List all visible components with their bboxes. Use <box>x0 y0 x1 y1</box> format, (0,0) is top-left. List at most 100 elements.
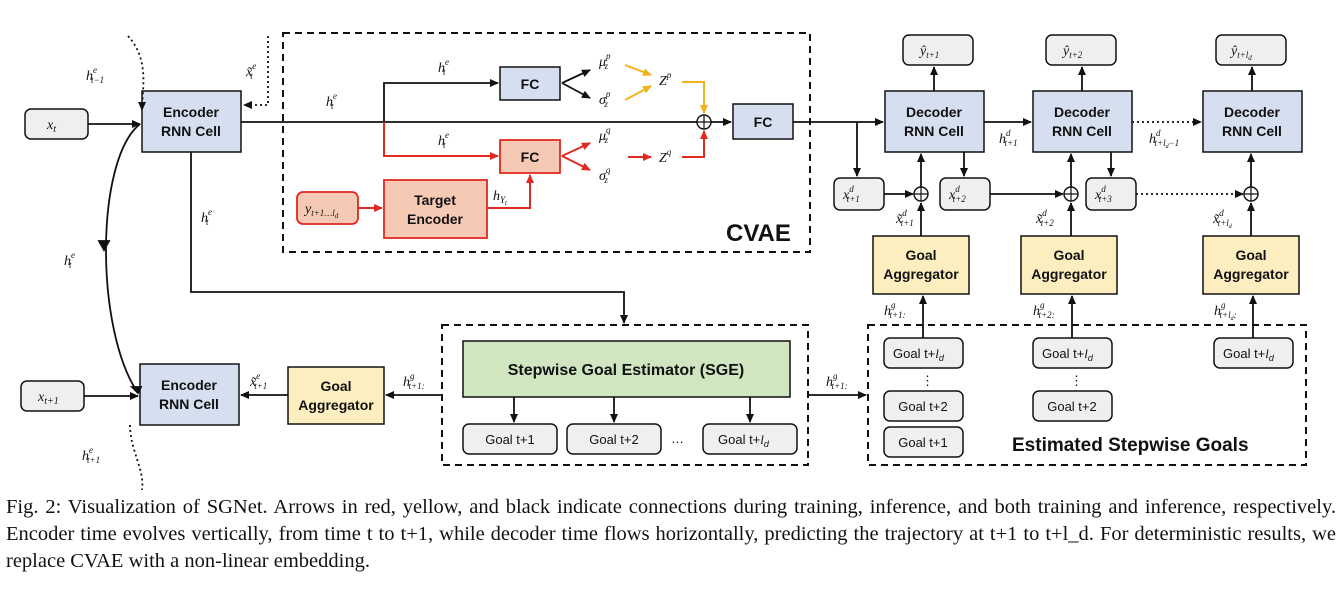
svg-text:Zp: Zp <box>659 70 672 89</box>
est-goal-c1-t2 <box>883 390 964 422</box>
estimated-goals-label: Estimated Stepwise Goals <box>1012 435 1249 456</box>
fc-posterior-label: FC <box>521 149 540 165</box>
fc-prior-box <box>499 66 561 101</box>
sge-goal-ld <box>702 423 798 455</box>
svg-text:μpz: μpz <box>598 51 611 71</box>
est-goal-c1-t1-label: Goal t+1 <box>898 435 948 450</box>
sge-goal-2-label: Goal t+2 <box>589 432 639 447</box>
output-yhat-2 <box>1045 34 1117 66</box>
sum-node-d2 <box>1063 186 1079 202</box>
svg-text:het: het <box>438 130 449 150</box>
encoder-rnn-bottom <box>139 363 240 426</box>
goal-agg-ld-line1: Goal <box>1235 247 1266 263</box>
decoder-ld-line1: Decoder <box>1224 104 1281 120</box>
svg-text:het: het <box>201 207 212 227</box>
sum-node-d1 <box>913 186 929 202</box>
svg-text:hYt: hYt <box>493 189 508 207</box>
est-goal-c2-t2 <box>1032 390 1113 422</box>
svg-text:het+1: het+1 <box>82 445 100 465</box>
svg-text:Zq: Zq <box>659 147 672 166</box>
decoder-rnn-1 <box>884 90 985 153</box>
sge-box <box>462 340 791 398</box>
input-xt-label: xt <box>46 118 56 135</box>
svg-text:hgt+2:: hgt+2: <box>1033 300 1055 320</box>
svg-text:hdt+ld−1: hdt+ld−1 <box>1149 128 1179 150</box>
goal-aggregator-1 <box>872 235 970 295</box>
est-goal-c2-ld-label: Goal t+ld <box>1042 346 1094 363</box>
cvae-label: CVAE <box>726 220 791 247</box>
goal-agg-ld-line2: Aggregator <box>1213 266 1289 282</box>
encoder-top-line2: RNN Cell <box>161 123 221 139</box>
svg-text:hgt+ld:: hgt+ld: <box>1214 300 1237 322</box>
svg-text:hgt+1:: hgt+1: <box>884 300 906 320</box>
sge-goal-1-label: Goal t+1 <box>485 432 535 447</box>
target-encoder-line1: Target <box>414 192 456 208</box>
svg-text:x̃dt+ld: x̃dt+ld <box>1212 208 1233 230</box>
svg-text:σpz: σpz <box>599 89 611 109</box>
target-encoder-line2: Encoder <box>407 211 464 227</box>
sge-goal-2 <box>566 423 662 455</box>
dotted-arrows <box>127 35 1244 490</box>
sge-label: Stepwise Goal Estimator (SGE) <box>508 362 745 379</box>
sge-goal-ld-label: Goal t+ld <box>718 432 770 449</box>
est-goal-c2-vdots: ⋮ <box>1070 373 1083 388</box>
est-goal-c2-t2-label: Goal t+2 <box>1047 399 1097 414</box>
figure-caption: Fig. 2: Visualization of SGNet. Arrows i… <box>6 496 1336 572</box>
decoder-ld-line2: RNN Cell <box>1222 123 1282 139</box>
est-goal-c1-vdots: ⋮ <box>921 373 934 388</box>
encoder-bottom-line1: Encoder <box>161 377 218 393</box>
svg-text:het−1: het−1 <box>86 65 104 85</box>
target-encoder-box <box>383 179 488 239</box>
sge-goal-1 <box>462 423 558 455</box>
output-yhat-1 <box>902 34 974 66</box>
goal-agg-1-line1: Goal <box>905 247 936 263</box>
goal-agg-left-line1: Goal <box>320 378 351 394</box>
encoder-bottom-line2: RNN Cell <box>159 396 219 412</box>
sgnet-diagram: CVAE Estimated Stepwise Goals xt Encoder… <box>20 32 1307 490</box>
svg-text:x̃et+1: x̃et+1 <box>249 371 267 391</box>
estimated-goals-container <box>867 324 1307 466</box>
svg-text:het: het <box>64 250 75 270</box>
est-goal-c1-t2-label: Goal t+2 <box>898 399 948 414</box>
goal-agg-left-line2: Aggregator <box>298 397 374 413</box>
svg-text:x̃et: x̃et <box>245 61 256 81</box>
decoder-1-line1: Decoder <box>906 104 963 120</box>
encoder-rnn-top <box>141 90 242 153</box>
svg-text:x̃dt+2: x̃dt+2 <box>1035 208 1054 228</box>
svg-text:μqz: μqz <box>598 125 611 145</box>
cvae-container <box>282 32 811 253</box>
decoder-2-line1: Decoder <box>1054 104 1111 120</box>
fc-prior-label: FC <box>521 76 540 92</box>
fc-merge-label: FC <box>754 114 773 130</box>
svg-text:het: het <box>438 57 449 77</box>
est-goal-c1-t1 <box>883 426 964 458</box>
svg-text:hgt+1:: hgt+1: <box>403 371 425 391</box>
est-goal-c3-ld-label: Goal t+ld <box>1223 346 1275 363</box>
svg-text:hdt+1: hdt+1 <box>999 128 1018 148</box>
decoder-2-line2: RNN Cell <box>1052 123 1112 139</box>
decoder-rnn-2 <box>1032 90 1133 153</box>
goal-aggregator-2 <box>1020 235 1118 295</box>
sum-node-d3 <box>1243 186 1259 202</box>
output-yhat-ld <box>1215 34 1287 66</box>
svg-text:σqz: σqz <box>599 165 611 185</box>
sge-goal-ellipsis: … <box>671 431 684 446</box>
goal-aggregator-ld <box>1202 235 1300 295</box>
goal-agg-1-line2: Aggregator <box>883 266 959 282</box>
goal-agg-2-line2: Aggregator <box>1031 266 1107 282</box>
encoder-top-line1: Encoder <box>163 104 220 120</box>
goal-aggregator-left <box>287 366 385 425</box>
yellow-arrows <box>624 64 708 114</box>
est-goal-c1-ld-label: Goal t+ld <box>893 346 945 363</box>
svg-text:hgt+1:: hgt+1: <box>826 371 848 391</box>
red-arrows <box>358 122 708 212</box>
svg-text:het: het <box>326 91 337 111</box>
decoder-rnn-ld <box>1202 90 1303 153</box>
black-arrows <box>84 66 1257 423</box>
sum-node-cvae <box>696 114 712 130</box>
fc-posterior-box <box>499 139 561 174</box>
svg-text:x̃dt+1: x̃dt+1 <box>895 208 914 228</box>
decoder-1-line2: RNN Cell <box>904 123 964 139</box>
input-xt-box <box>24 108 89 140</box>
